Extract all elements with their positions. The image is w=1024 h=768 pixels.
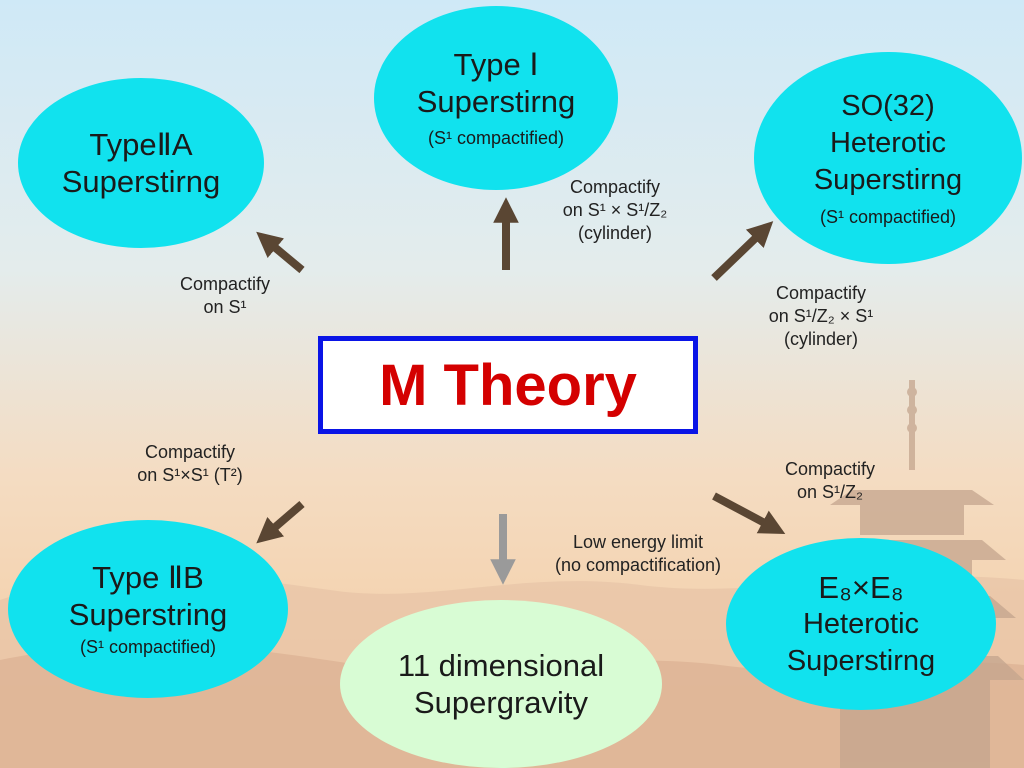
edge-label-type2a: Compactify on S¹ [150,273,300,319]
node-type2b: Type ⅡB Superstring (S¹ compactified) [8,520,288,698]
node-so32-line2: Heterotic [829,126,947,159]
edge-label-type1-line1: Compactify [569,177,661,197]
node-type1-line1: Type Ⅰ [453,47,539,82]
node-type2b-note: (S¹ compactified) [79,637,217,657]
arrow-to-type2b [256,500,305,544]
edge-label-type1-line3: (cylinder) [577,223,652,243]
edge-label-type1-line2: on S¹ × S¹/Z₂ [562,200,668,220]
node-e8-line2: Heterotic [802,607,920,640]
node-type2b-line1: Type ⅡB [92,560,204,595]
edge-label-sugra-line1: Low energy limit [572,532,704,552]
title: M Theory [379,352,637,418]
node-sugra: 11 dimensional Supergravity [340,600,662,768]
node-so32: SO(32) Heterotic Superstirng (S¹ compact… [754,52,1022,264]
node-type1: Type Ⅰ Superstirng (S¹ compactified) [374,6,618,190]
edge-label-e8: Compactify on S¹/Z₂ [760,458,900,504]
edge-label-type2a-line2: on S¹ [203,297,247,317]
edge-label-e8-line1: Compactify [784,459,876,479]
edge-label-type2b-line2: on S¹×S¹ (T²) [137,465,243,485]
node-type2a-line1: TypeⅡA [89,127,193,162]
node-e8-line3: Superstirng [786,644,936,677]
edge-label-type2b-line1: Compactify [144,442,236,462]
node-type2b-line2: Superstring [68,597,228,632]
node-e8: E₈×E₈ Heterotic Superstirng [726,538,996,710]
edge-label-type2a-line1: Compactify [179,274,271,294]
edge-label-e8-line2: on S¹/Z₂ [796,482,863,502]
node-type2a-line2: Superstirng [61,164,221,199]
edge-label-type2b: Compactify on S¹×S¹ (T²) [100,441,280,487]
node-sugra-line2: Supergravity [413,685,589,720]
arrow-to-e8 [712,492,786,535]
node-so32-line3: Superstirng [813,163,963,196]
title-box: M Theory [318,336,698,434]
node-sugra-line1: 11 dimensional [397,648,605,683]
edge-label-type1: Compactify on S¹ × S¹/Z₂ (cylinder) [530,176,700,245]
edge-label-sugra-line2: (no compactification) [554,555,722,575]
node-type2a: TypeⅡA Superstirng [18,78,264,248]
node-so32-note: (S¹ compactified) [819,206,957,227]
arrow-to-so32 [711,221,774,281]
node-type1-line2: Superstirng [416,84,576,119]
arrow-to-type2a [256,231,305,274]
node-type1-note: (S¹ compactified) [427,128,565,148]
edge-label-sugra: Low energy limit (no compactification) [528,531,748,577]
node-e8-line1: E₈×E₈ [818,569,904,605]
edge-label-so32-line2: on S¹/Z₂ × S¹ [768,306,874,326]
edge-label-so32-line1: Compactify [775,283,867,303]
node-so32-line1: SO(32) [841,89,935,122]
edge-label-so32-line3: (cylinder) [783,329,858,349]
edge-label-so32: Compactify on S¹/Z₂ × S¹ (cylinder) [736,282,906,351]
